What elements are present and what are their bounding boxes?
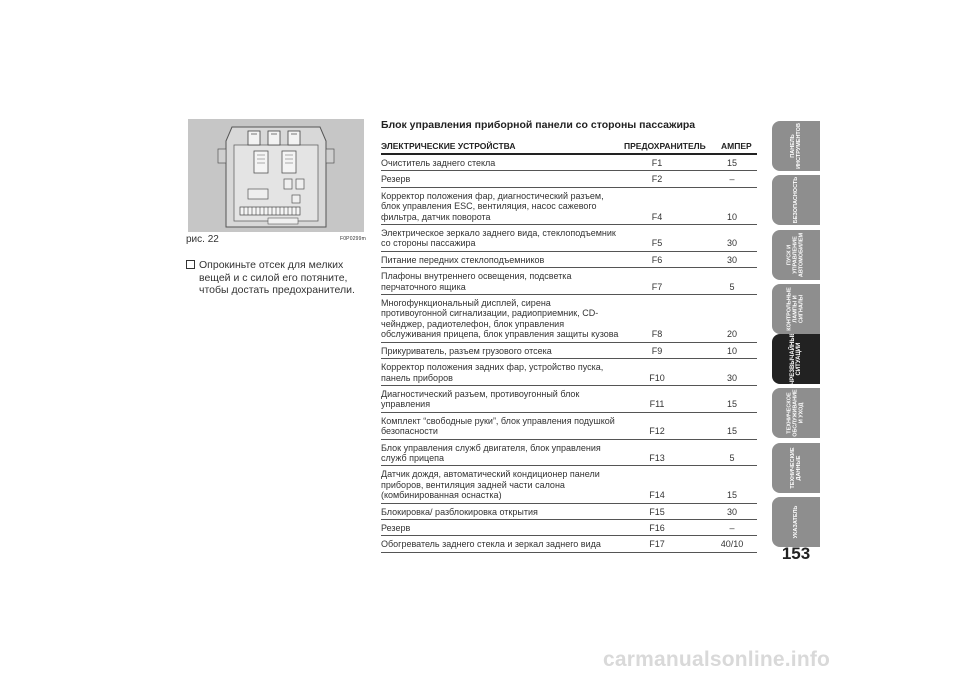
row-device: Резерв	[381, 174, 411, 185]
row-device: Обогреватель заднего стекла и зеркал зад…	[381, 539, 601, 550]
bullet-square-icon	[186, 260, 195, 269]
row-device: Корректор положения задних фар, устройст…	[381, 362, 604, 383]
tab-label: ПУСК И УПРАВЛЕНИЕ АВТОМОБИЛЕМ	[786, 232, 806, 278]
tab-section-8[interactable]: УКАЗАТЕЛЬ	[772, 497, 820, 547]
tab-section-3[interactable]: ПУСК И УПРАВЛЕНИЕ АВТОМОБИЛЕМ	[772, 230, 820, 280]
tab-label: ЧРЕЗВЫЧАЙНЫЕ СИТУАЦИИ	[789, 334, 802, 384]
row-device: Датчик дождя, автоматический кондиционер…	[381, 469, 600, 501]
figure-caption: рис. 22 F0P0299m	[186, 234, 366, 245]
row-device: Многофункциональный дисплей, сирена прот…	[381, 298, 619, 340]
row-fuse: F12	[649, 426, 665, 437]
tab-label: БЕЗОПАСНОСТЬ	[792, 176, 799, 224]
row-amp: –	[729, 174, 735, 185]
row-fuse: F11	[649, 399, 665, 410]
instruction-note: Опрокиньте отсек для мелких вещей и с си…	[186, 259, 368, 297]
tab-label: ПАНЕЛЬ ИНСТРУМЕНТОВ	[789, 123, 802, 169]
figure-code: F0P0299m	[339, 236, 366, 242]
table-row: Датчик дождя, автоматический кондиционер…	[381, 466, 757, 504]
row-amp: 10	[726, 211, 737, 222]
row-amp: 40/10	[720, 539, 744, 550]
row-amp: 5	[729, 281, 735, 292]
row-amp: 30	[726, 254, 737, 265]
tab-label: ТЕХНИЧЕСКИЕ ДАННЫЕ	[789, 447, 802, 489]
table-row: Питание передних стеклоподъемников F6 30	[381, 252, 757, 269]
table-header: ЭЛЕКТРИЧЕСКИЕ УСТРОЙСТВА ПРЕДОХРАНИТЕЛЬ …	[381, 137, 757, 155]
table-row: Блокировка/ разблокировка открытия F15 30	[381, 504, 757, 520]
tab-section-5[interactable]: ЧРЕЗВЫЧАЙНЫЕ СИТУАЦИИ	[772, 334, 820, 384]
row-device: Электрическое зеркало заднего вида, стек…	[381, 228, 616, 249]
row-amp: 15	[726, 490, 737, 501]
row-fuse: F9	[651, 345, 663, 356]
row-fuse: F17	[649, 539, 665, 550]
table-row: Обогреватель заднего стекла и зеркал зад…	[381, 536, 757, 553]
instruction-text: Опрокиньте отсек для мелких вещей и с си…	[199, 259, 355, 296]
header-devices: ЭЛЕКТРИЧЕСКИЕ УСТРОЙСТВА	[381, 141, 516, 151]
table-row: Диагностический разъем, противоугонный б…	[381, 386, 757, 413]
row-fuse: F7	[651, 281, 663, 292]
row-device: Комплект “свободные руки”, блок управлен…	[381, 415, 615, 437]
fuse-box-figure	[188, 119, 364, 232]
row-amp: 30	[726, 506, 737, 517]
row-device: Корректор положения фар, диагностический…	[381, 190, 604, 222]
tab-label: КОНТРОЛЬНЫЕ ЛАМПЫ И СИГНАЛЫ	[786, 287, 806, 331]
row-fuse: F14	[649, 490, 665, 501]
row-fuse: F10	[649, 372, 665, 383]
row-fuse: F1	[651, 158, 663, 168]
row-device: Блок управления служб двигателя, блок уп…	[381, 442, 601, 463]
table-row: Многофункциональный дисплей, сирена прот…	[381, 295, 757, 343]
table-row: Блок управления служб двигателя, блок уп…	[381, 440, 757, 467]
tab-section-4[interactable]: КОНТРОЛЬНЫЕ ЛАМПЫ И СИГНАЛЫ	[772, 284, 820, 334]
table-row: Резерв F2 –	[381, 171, 757, 188]
table-row: Прикуриватель, разъем грузового отсека F9…	[381, 343, 757, 360]
row-fuse: F2	[651, 174, 663, 185]
row-fuse: F16	[649, 522, 665, 533]
row-amp: 20	[726, 329, 737, 340]
row-amp: –	[729, 522, 735, 533]
row-fuse: F13	[649, 452, 665, 463]
figure-caption-label: рис. 22	[186, 234, 219, 245]
table-row: Очиститель заднего стекла F1 15	[381, 155, 757, 172]
row-fuse: F15	[649, 506, 665, 517]
row-amp: 15	[726, 158, 737, 168]
row-amp: 10	[726, 345, 737, 356]
row-fuse: F4	[651, 211, 663, 222]
table-row: Комплект “свободные руки”, блок управлен…	[381, 413, 757, 440]
row-amp: 15	[726, 399, 737, 410]
table-row: Резерв F16 –	[381, 520, 757, 537]
table-title: Блок управления приборной панели со стор…	[381, 119, 696, 131]
row-device: Очиститель заднего стекла	[381, 158, 496, 168]
table-row: Корректор положения фар, диагностический…	[381, 188, 757, 226]
row-amp: 30	[726, 372, 737, 383]
row-fuse: F6	[651, 254, 663, 265]
row-device: Блокировка/ разблокировка открытия	[381, 506, 538, 517]
header-fuse: ПРЕДОХРАНИТЕЛЬ	[624, 141, 706, 151]
row-device: Прикуриватель, разъем грузового отсека	[381, 345, 552, 356]
row-device: Резерв	[381, 522, 411, 533]
row-device: Плафоны внутреннего освещения, подсветка…	[381, 271, 572, 292]
tab-section-1[interactable]: ПАНЕЛЬ ИНСТРУМЕНТОВ	[772, 121, 820, 171]
row-device: Диагностический разъем, противоугонный б…	[381, 388, 580, 410]
page-number: 153	[781, 544, 811, 563]
tab-section-2[interactable]: БЕЗОПАСНОСТЬ	[772, 175, 820, 225]
row-device: Питание передних стеклоподъемников	[381, 254, 545, 265]
table-row: Корректор положения задних фар, устройст…	[381, 359, 757, 386]
fuse-box-illustration	[188, 119, 364, 232]
tab-section-7[interactable]: ТЕХНИЧЕСКИЕ ДАННЫЕ	[772, 443, 820, 493]
tab-label: ТЕХНИЧЕСКОЕ ОБСЛУЖИВАНИЕ И УХОД	[786, 389, 806, 437]
row-amp: 15	[726, 426, 737, 437]
header-amp: АМПЕР	[721, 141, 752, 151]
tab-label: УКАЗАТЕЛЬ	[792, 505, 799, 539]
row-fuse: F8	[651, 329, 663, 340]
row-amp: 30	[726, 238, 737, 249]
tab-section-6[interactable]: ТЕХНИЧЕСКОЕ ОБСЛУЖИВАНИЕ И УХОД	[772, 388, 820, 438]
table-row: Плафоны внутреннего освещения, подсветка…	[381, 268, 757, 296]
table-row: Электрическое зеркало заднего вида, стек…	[381, 225, 757, 252]
row-amp: 5	[729, 452, 735, 463]
watermark: carmanualsonline.info	[603, 648, 831, 671]
row-fuse: F5	[651, 238, 663, 249]
fuse-table: ЭЛЕКТРИЧЕСКИЕ УСТРОЙСТВА ПРЕДОХРАНИТЕЛЬ …	[381, 137, 757, 553]
